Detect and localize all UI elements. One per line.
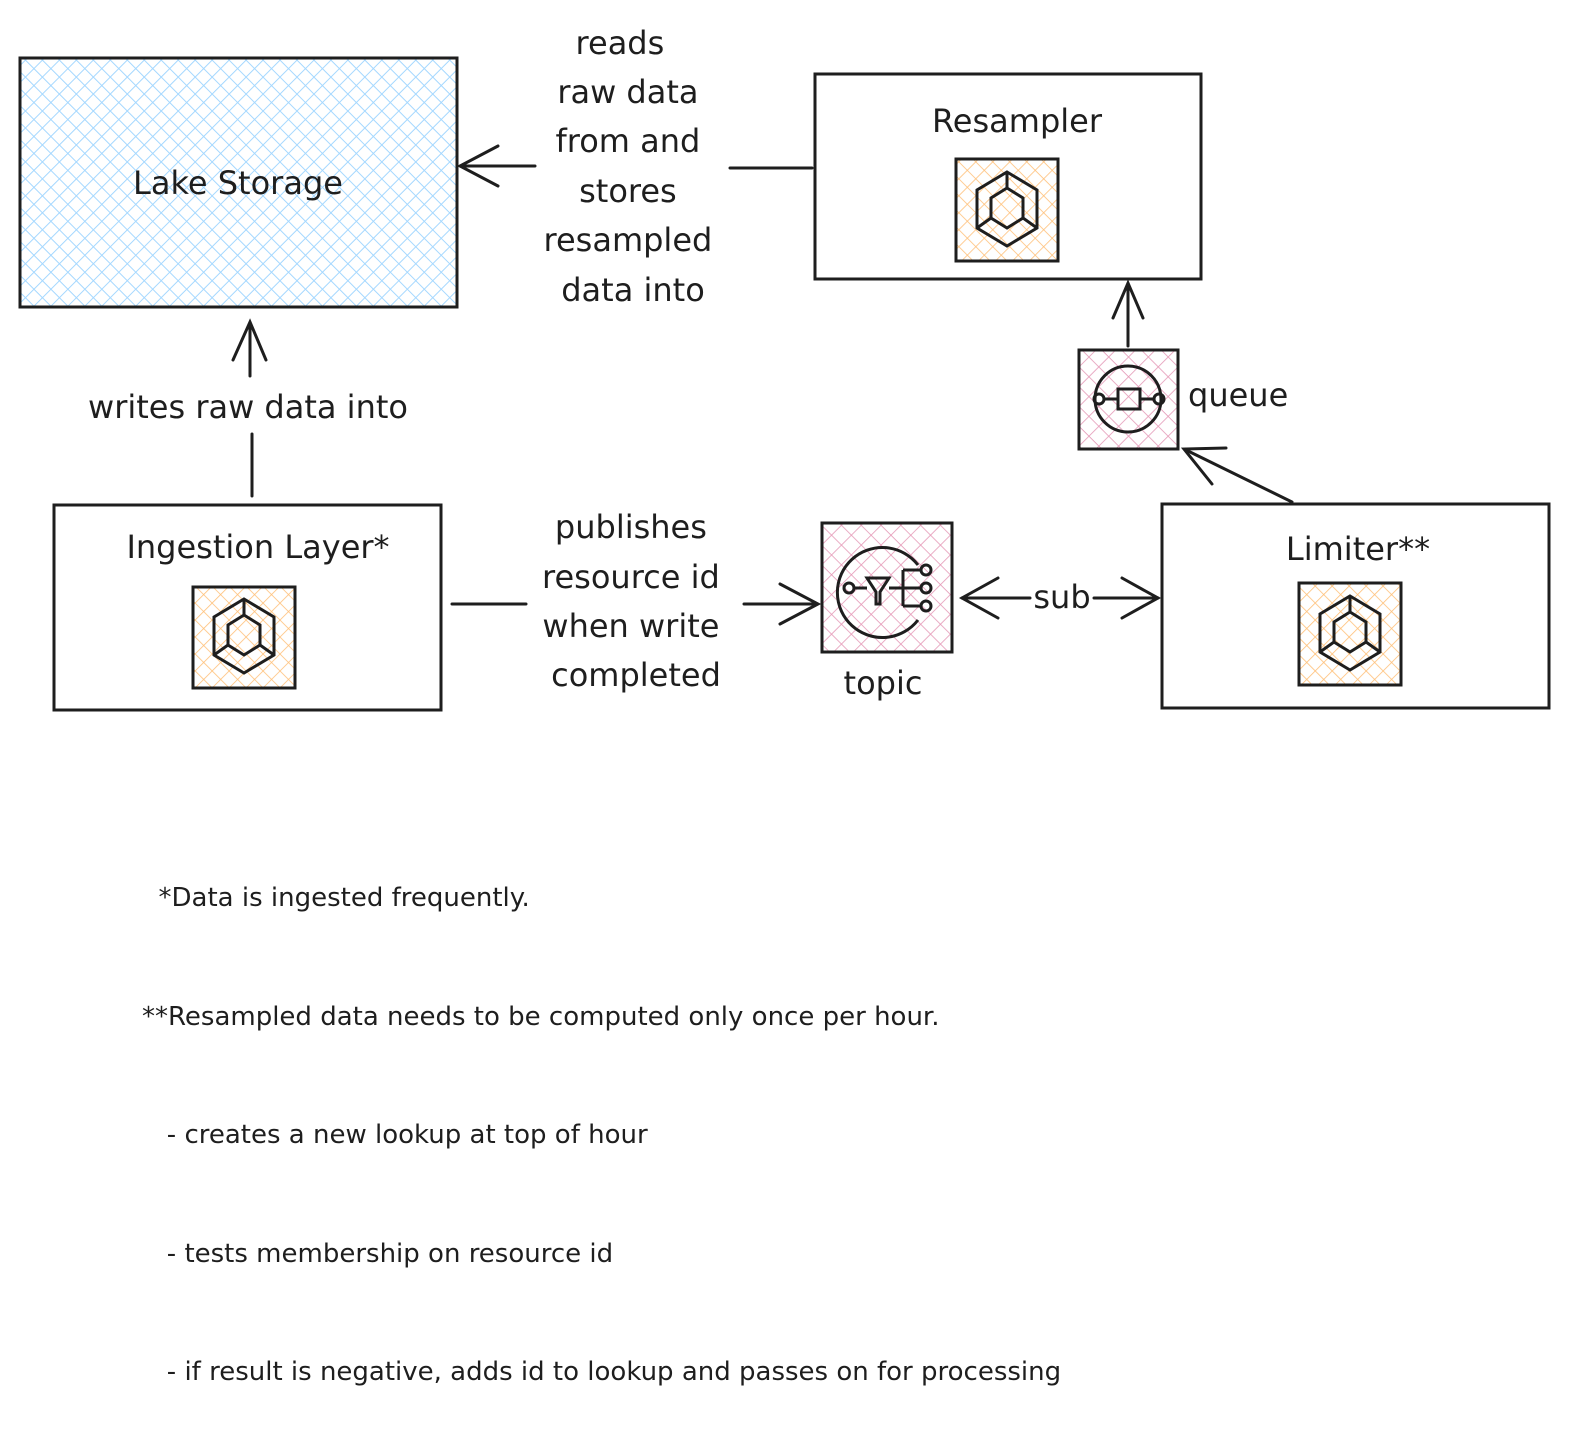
edge-label-line: when write — [542, 607, 719, 645]
footnote-line: - if result is negative, adds id to look… — [142, 1357, 1062, 1387]
edge-limiter-to-queue — [1180, 446, 1294, 504]
edge-label-line: resampled — [544, 221, 713, 259]
edge-label-line: completed — [551, 656, 721, 694]
queue-glyph — [1092, 364, 1166, 434]
edge-label-line: resource id — [542, 558, 720, 596]
lake-storage-node[interactable]: Lake Storage — [18, 56, 459, 309]
ecs-container-icon — [954, 157, 1060, 263]
edge-queue-to-resampler — [1111, 279, 1145, 348]
edge-label-resampler-lake: reads raw data from and stores resampled… — [544, 24, 723, 309]
resampler-node[interactable]: Resampler — [813, 72, 1203, 281]
edge-label-ingestion-lake: writes raw data into — [88, 388, 408, 426]
resampler-title: Resampler — [932, 102, 1103, 140]
edge-ingestion-to-topic — [450, 582, 822, 626]
edge-label-line: reads — [576, 24, 665, 62]
limiter-node[interactable]: Limiter** — [1160, 502, 1551, 710]
edge-resampler-to-lake — [456, 144, 814, 188]
edge-label-line: raw data — [557, 73, 698, 111]
footnote-line: *Data is ingested frequently. — [142, 883, 530, 913]
ecs-container-icon — [191, 585, 297, 690]
edge-label-line: from and — [555, 122, 700, 160]
edge-label-sub: sub — [1033, 578, 1090, 616]
footnotes: *Data is ingested frequently. **Resample… — [142, 800, 1061, 1432]
topic-glyph — [835, 546, 933, 639]
edge-ingestion-to-lake — [231, 318, 268, 498]
edge-topic-limiter — [958, 576, 1162, 620]
lake-storage-title: Lake Storage — [133, 164, 343, 202]
ecs-container-icon — [1297, 581, 1403, 687]
topic-node[interactable]: topic — [820, 521, 954, 702]
edge-label-line: stores — [579, 172, 677, 210]
footnote-line: - tests membership on resource id — [142, 1238, 614, 1269]
queue-node[interactable]: queue — [1077, 348, 1288, 451]
queue-label: queue — [1188, 376, 1288, 414]
sns-topic-icon — [820, 521, 954, 654]
ingestion-layer-node[interactable]: Ingestion Layer* — [52, 503, 443, 712]
limiter-title: Limiter** — [1286, 530, 1430, 568]
footnote-line: **Resampled data needs to be computed on… — [142, 1001, 940, 1032]
footnote-line: - creates a new lookup at top of hour — [142, 1120, 648, 1150]
edge-label-line: publishes — [555, 508, 707, 546]
topic-label: topic — [844, 664, 923, 702]
edge-label-line: data into — [561, 271, 705, 309]
lake-storage-box — [18, 56, 459, 309]
ingestion-layer-title: Ingestion Layer* — [126, 528, 389, 566]
edge-label-ingestion-topic: publishes resource id when write complet… — [542, 508, 730, 694]
